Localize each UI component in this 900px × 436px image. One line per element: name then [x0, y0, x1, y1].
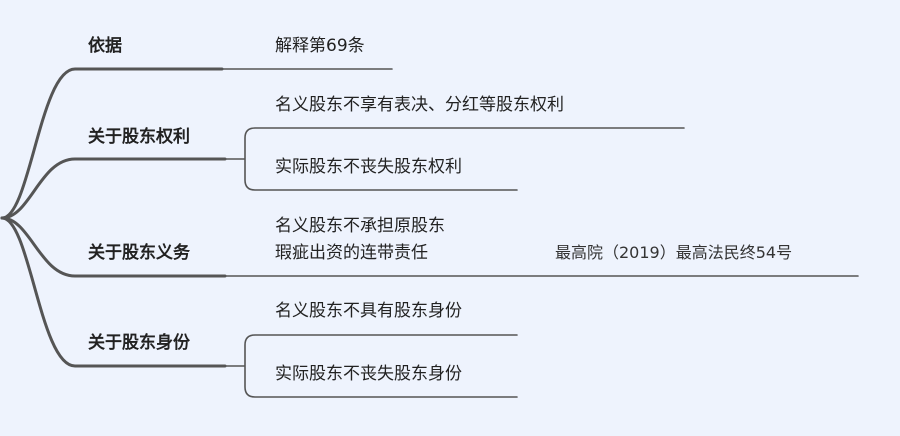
branch-basis-label: 依据 [88, 36, 122, 56]
identity-child-2: 实际股东不丧失股东身份 [275, 364, 462, 384]
duties-reference: 最高院（2019）最高法民终54号 [555, 243, 793, 262]
basis-child: 解释第69条 [275, 36, 365, 56]
connector-basis [0, 67, 224, 220]
rights-child-1: 名义股东不享有表决、分红等股东权利 [275, 95, 564, 115]
branch-duties-label: 关于股东义务 [88, 243, 190, 263]
connector-identity [0, 216, 227, 368]
connector-duties [0, 216, 227, 278]
duties-child-line-2: 瑕疵出资的连带责任 [275, 243, 428, 263]
identity-child-1: 名义股东不具有股东身份 [275, 301, 462, 321]
connector-rights [0, 157, 227, 220]
rights-child-2: 实际股东不丧失股东权利 [275, 157, 462, 177]
rights-bracket [224, 127, 685, 191]
branch-rights-label: 关于股东权利 [88, 127, 190, 147]
duties-child-line-1: 名义股东不承担原股东 [275, 216, 445, 236]
identity-bracket [224, 334, 518, 398]
branch-identity-label: 关于股东身份 [88, 333, 190, 353]
